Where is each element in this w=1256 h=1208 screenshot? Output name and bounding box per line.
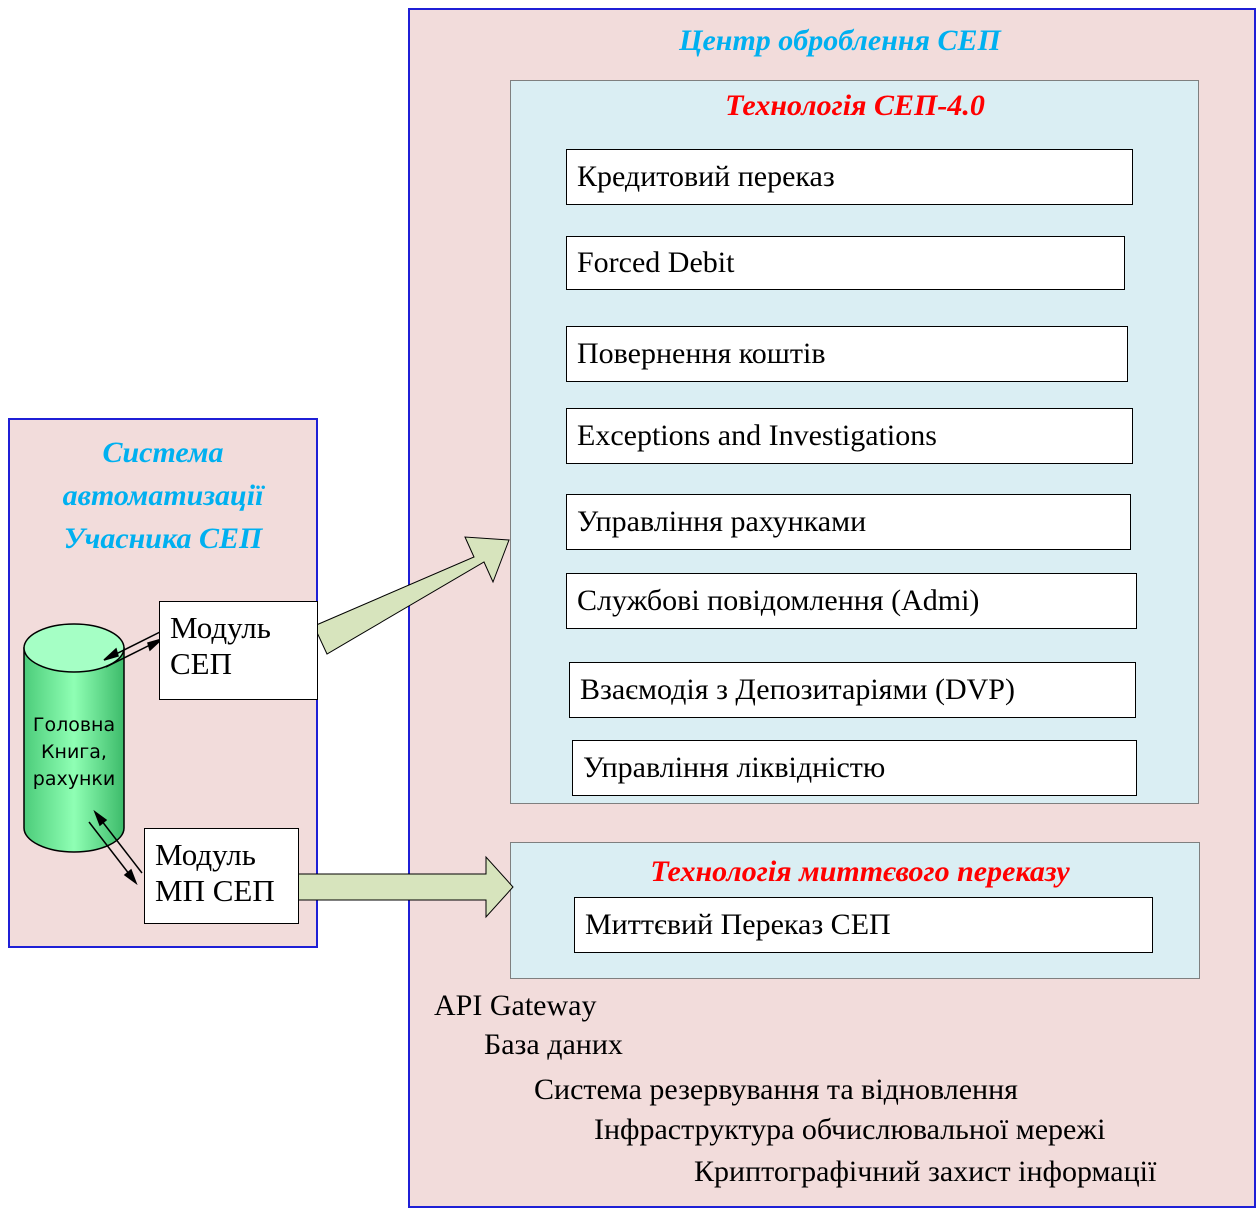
database-label-line-3: рахунки <box>32 768 116 790</box>
participant-title-line-1: Система <box>102 436 224 469</box>
module-mp-line-1: Модуль <box>155 837 256 872</box>
module-mp-sep: Модуль МП СЕП <box>144 828 299 924</box>
database-label-line-1: Головна <box>32 714 116 736</box>
service-forced-debit: Forced Debit <box>566 236 1125 290</box>
service-exceptions-investigations: Exceptions and Investigations <box>566 408 1133 464</box>
service-admin-messages: Службові повідомлення (Admi) <box>566 573 1137 629</box>
service-account-management: Управління рахунками <box>566 494 1131 550</box>
module-mp-line-2: МП СЕП <box>155 873 275 908</box>
infra-database: База даних <box>484 1028 623 1061</box>
database-label: Головна Книга, рахунки <box>24 712 124 793</box>
instant-technology-title: Технологія миттєвого переказу <box>650 855 1070 888</box>
sep-technology-title: Технологія СЕП-4.0 <box>725 89 985 122</box>
participant-title-line-2: автоматизації <box>62 479 264 512</box>
module-sep-line-1: Модуль <box>170 610 271 645</box>
module-sep: Модуль СЕП <box>159 601 318 700</box>
service-credit-transfer: Кредитовий переказ <box>566 149 1133 205</box>
participant-title-line-3: Учасника СЕП <box>63 522 263 555</box>
infra-api-gateway: API Gateway <box>434 989 597 1022</box>
database-label-line-2: Книга, <box>41 741 107 763</box>
service-funds-return: Повернення коштів <box>566 326 1128 382</box>
processing-center-title: Центр оброблення СЕП <box>679 24 1001 57</box>
service-depository-dvp: Взаємодія з Депозитаріями (DVP) <box>569 662 1136 718</box>
participant-system-title: Система автоматизації Учасника СЕП <box>10 431 316 560</box>
module-sep-line-2: СЕП <box>170 646 232 681</box>
infra-network: Інфраструктура обчислювальної мережі <box>594 1113 1106 1146</box>
infra-crypto-protection: Криптографічний захист інформації <box>694 1155 1157 1188</box>
service-liquidity-management: Управління ліквідністю <box>572 740 1137 796</box>
infra-backup-recovery: Система резервування та відновлення <box>534 1073 1018 1106</box>
service-instant-transfer: Миттєвий Переказ СЕП <box>574 897 1153 953</box>
